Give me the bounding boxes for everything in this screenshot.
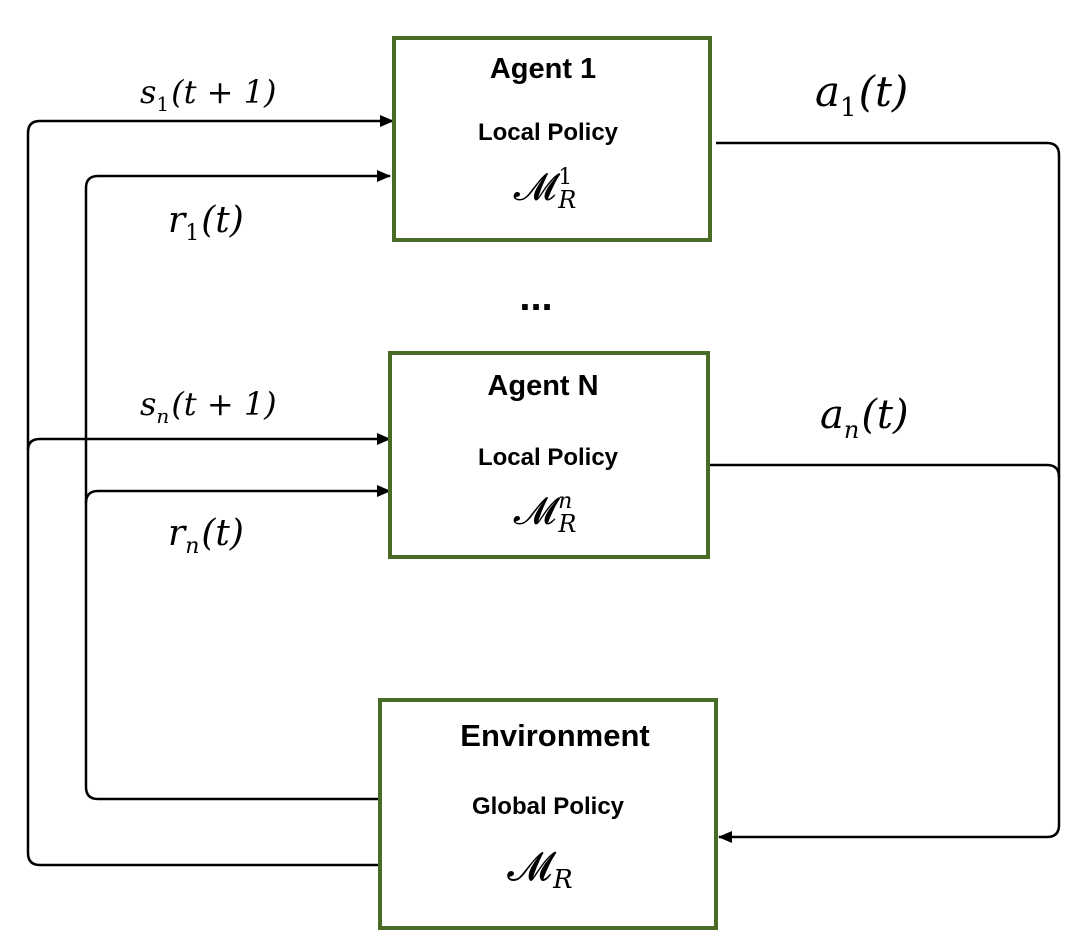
environment-box: Environment Global Policy 𝓜R xyxy=(378,698,718,930)
state-label-agent-n: sn(t + 1) xyxy=(140,385,277,428)
action-arrow-agent-n xyxy=(708,463,1061,478)
state-arrow-agent-1 xyxy=(26,115,394,867)
environment-policy-label: Global Policy xyxy=(472,793,625,820)
reward-arrow-agent-n xyxy=(84,485,391,504)
reward-label-agent-1: r1(t) xyxy=(168,200,244,246)
agent-n-title: Agent N xyxy=(487,370,598,402)
state-arrow-agent-n xyxy=(26,433,391,451)
reward-arrow-agent-1 xyxy=(84,170,391,801)
agent-n-policy-label: Local Policy xyxy=(478,444,619,471)
environment-model-formula: 𝓜R xyxy=(507,844,572,895)
environment-title: Environment xyxy=(460,718,649,753)
state-label-agent-1: s1(t + 1) xyxy=(140,73,277,116)
reward-label-agent-n: rn(t) xyxy=(168,513,244,559)
action-arrow-agent-1 xyxy=(716,141,1061,843)
agent-1-title: Agent 1 xyxy=(490,53,596,85)
action-label-agent-n: an(t) xyxy=(820,392,909,444)
agents-ellipsis: ... xyxy=(519,275,552,319)
action-label-agent-1: a1(t) xyxy=(815,67,908,123)
agent-1-policy-label: Local Policy xyxy=(478,119,619,146)
